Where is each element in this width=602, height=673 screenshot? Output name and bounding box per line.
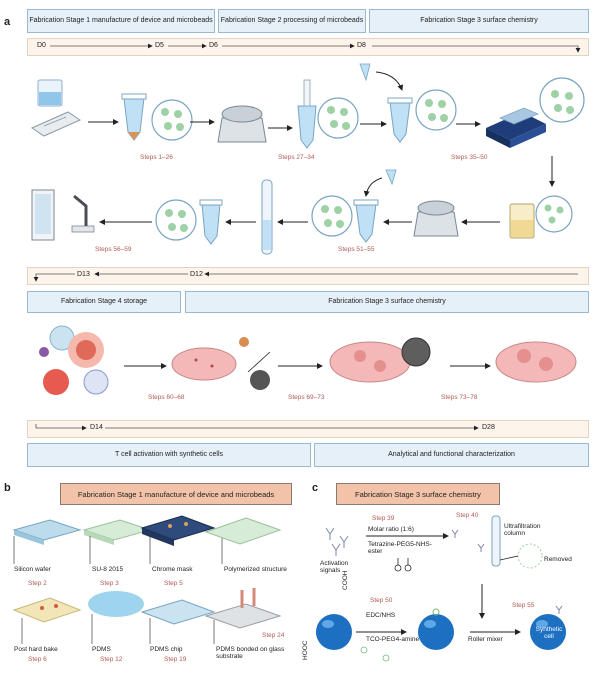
centrifuge-icon-1	[217, 105, 267, 143]
step-39: Step 39	[372, 515, 395, 522]
timeline-bottom	[27, 420, 589, 438]
activation-signals-label: Activation signals	[320, 560, 349, 575]
column-icon	[261, 179, 273, 255]
step-6: Step 6	[28, 656, 47, 663]
day-d0: D0	[37, 42, 46, 49]
day-d14: D14	[90, 424, 103, 431]
steps-56-59: Steps 56–59	[95, 246, 132, 253]
panel-a-letter: a	[4, 16, 11, 28]
label-su8: SU-8 2015	[92, 566, 124, 573]
label-chrome-mask: Chrome mask	[152, 566, 193, 573]
beaker-icon-2	[509, 203, 535, 239]
panel-b-letter: b	[4, 482, 11, 494]
zoom-circle-3	[415, 89, 457, 131]
reagent2-label: TCO-PEG4-amine	[366, 636, 420, 643]
hotplate-icon	[486, 107, 546, 148]
petri-dish-3	[495, 341, 577, 383]
microscope-icon	[71, 194, 95, 233]
removed-label: Removed	[544, 556, 572, 563]
tube-icon-1	[121, 93, 147, 141]
roller-mixer-label: Roller mixer	[468, 636, 503, 643]
edc-nhs-label: EDC/NHS	[366, 612, 396, 619]
step-50: Step 50	[370, 597, 393, 604]
zoom-circle-7	[155, 199, 197, 241]
steps-35-50: Steps 35–50	[451, 154, 488, 161]
zoom-circle-cells	[401, 337, 431, 367]
ultrafiltration-label: Ultrafiltration column	[504, 523, 541, 538]
day-d8: D8	[357, 42, 366, 49]
molar-ratio-label: Molar ratio (1:6)	[368, 526, 414, 533]
zoom-circle-5	[535, 195, 573, 233]
synthetic-cell-label: Synthetic cell	[535, 626, 563, 641]
tube-icon-2	[297, 79, 317, 149]
label-silicon-wafer: Silicon wafer	[14, 566, 51, 573]
stage1-box: Fabrication Stage 1 manufacture of devic…	[27, 9, 215, 33]
timeline-mid	[27, 267, 589, 285]
beaker-icon	[37, 79, 63, 107]
stage3-box: Fabrication Stage 3 surface chemistry	[369, 9, 589, 33]
day-d12: D12	[190, 271, 203, 278]
timeline-top	[27, 38, 589, 56]
microbead-2	[418, 608, 454, 650]
reagent1-label: Tetrazine-PEG5-NHS-ester	[368, 541, 432, 556]
day-d28: D28	[482, 424, 495, 431]
label-pdms-chip: PDMS chip	[150, 646, 183, 653]
small-tube-icon-1	[359, 63, 371, 82]
step-12: Step 12	[100, 656, 123, 663]
ultrafiltration-column-icon	[491, 515, 501, 567]
immune-cells-illustration	[39, 325, 109, 395]
stage4-box: Fabrication Stage 4 storage	[27, 291, 181, 313]
day-d13: D13	[77, 271, 90, 278]
steps-73-78: Steps 73–78	[441, 394, 478, 401]
microbead-1	[316, 614, 352, 650]
zoom-circle-6	[311, 195, 353, 237]
label-polymerized: Polymerized structure	[224, 566, 287, 573]
step-24: Step 24	[262, 632, 285, 639]
zoom-circle-2	[317, 97, 359, 139]
tube-icon-4	[353, 199, 379, 243]
label-pdms: PDMS	[92, 646, 111, 653]
label-pdms-bonded: PDMS bonded on glass substrate	[216, 646, 285, 661]
steps-60-68: Steps 60–68	[148, 394, 185, 401]
panel-c-letter: c	[312, 482, 319, 494]
panel-c-header: Fabrication Stage 3 surface chemistry	[336, 483, 500, 505]
steps-27-34: Steps 27–34	[278, 154, 315, 161]
tube-icon-5	[199, 199, 223, 245]
steps-1-26: Steps 1–26	[140, 154, 173, 161]
petri-dish-2	[329, 341, 411, 383]
centrifuge-icon-2	[413, 200, 459, 237]
step-2: Step 2	[28, 580, 47, 587]
cooh-label: COOH	[342, 570, 349, 591]
zoom-circle-1	[151, 99, 193, 141]
step-19: Step 19	[164, 656, 187, 663]
stage3-box-mid: Fabrication Stage 3 surface chemistry	[185, 291, 589, 313]
petri-dish-1	[171, 347, 237, 381]
synthetic-cell-icon	[239, 337, 270, 390]
small-tube-icon-2	[385, 169, 397, 186]
microbead-3	[530, 605, 566, 650]
steps-69-73: Steps 69–73	[288, 394, 325, 401]
steps-51-55: Steps 51–55	[338, 246, 375, 253]
tcell-activation-box: T cell activation with synthetic cells	[27, 443, 311, 467]
microfluidic-chip-icon	[30, 111, 82, 137]
hooc-label: HOOC	[302, 640, 309, 661]
step-3: Step 3	[100, 580, 119, 587]
step-5: Step 5	[164, 580, 183, 587]
tube-icon-3	[387, 97, 413, 143]
stage2-box: Fabrication Stage 2 processing of microb…	[218, 9, 366, 33]
fridge-icon	[31, 189, 55, 241]
zoom-circle-4	[539, 77, 585, 123]
step-40: Step 40	[456, 512, 479, 519]
day-d6: D6	[209, 42, 218, 49]
day-d5: D5	[155, 42, 164, 49]
step-55: Step 55	[512, 602, 535, 609]
panel-b-header: Fabrication Stage 1 manufacture of devic…	[60, 483, 292, 505]
characterization-box: Analytical and functional characterizati…	[314, 443, 589, 467]
label-post-hard-bake: Post hard bake	[14, 646, 58, 653]
